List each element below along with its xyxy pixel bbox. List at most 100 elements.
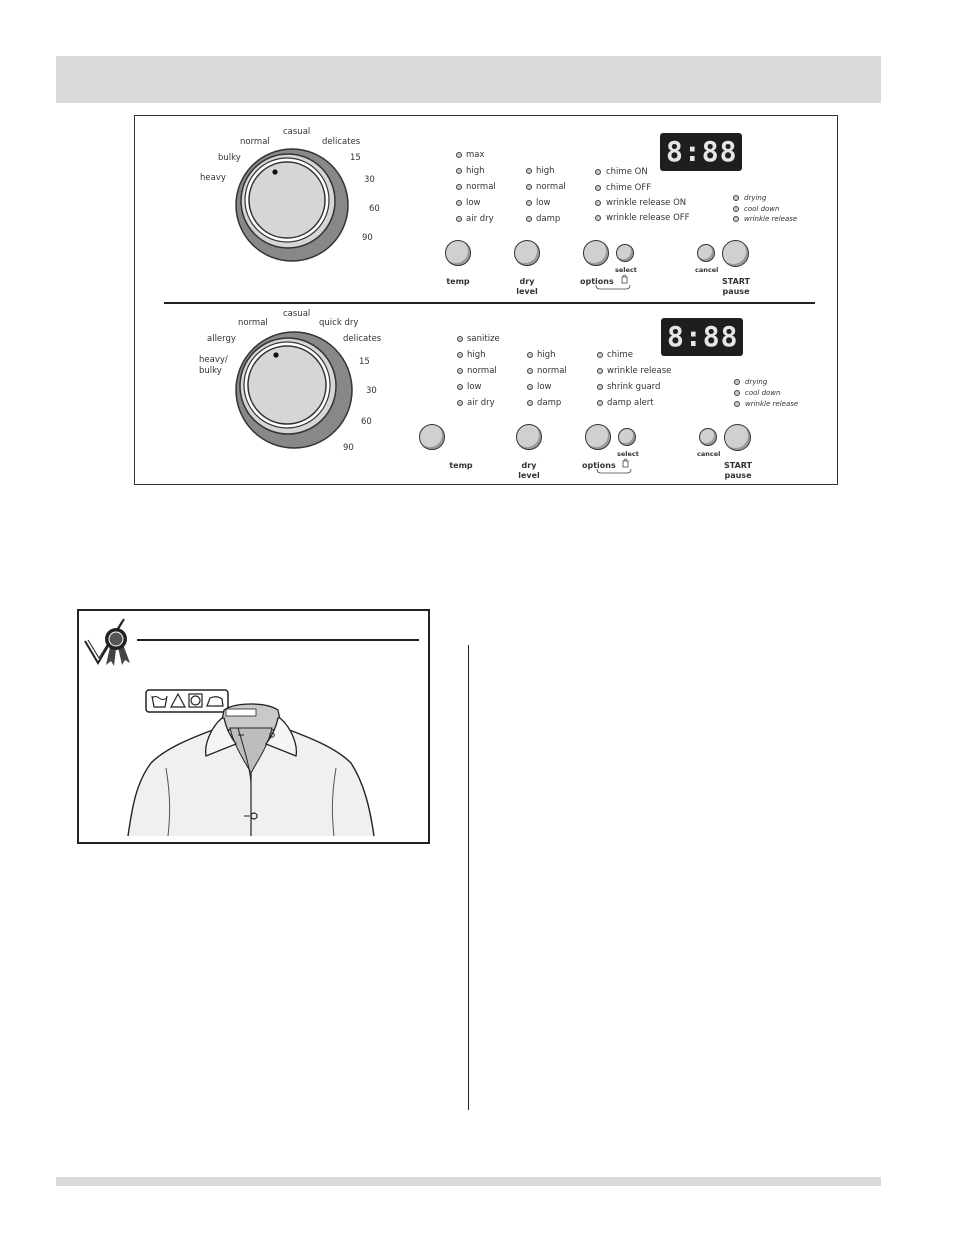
dry-level-label-2: level	[518, 471, 540, 480]
status-item: drying	[744, 194, 767, 202]
dial-label-30: 30	[364, 175, 375, 185]
status-led	[733, 206, 739, 212]
dial-label-90: 90	[343, 443, 354, 453]
temp-option: low	[467, 382, 482, 392]
time-display: 8:88	[661, 318, 743, 356]
checkmark-ribbon-icon	[84, 618, 130, 666]
temp-button-label: temp	[446, 277, 470, 286]
status-led	[733, 195, 739, 201]
indicator-led	[595, 215, 601, 221]
temp-option: sanitize	[467, 334, 500, 344]
dial-label-15: 15	[350, 153, 361, 163]
cycle-dial-lower[interactable]	[234, 330, 364, 454]
indicator-led	[456, 168, 462, 174]
status-led	[734, 379, 740, 385]
options-button-label: options	[582, 461, 616, 470]
time-display: 8:88	[660, 133, 742, 171]
dial-label-90: 90	[362, 233, 373, 243]
dial-pointer-dot	[273, 352, 279, 358]
option-item: wrinkle release ON	[606, 198, 687, 208]
dry-level-button[interactable]	[516, 424, 542, 450]
dial-label-allergy: allergy	[207, 334, 236, 344]
dry-level-button[interactable]	[514, 240, 540, 266]
status-led	[733, 216, 739, 222]
temp-option: air dry	[466, 214, 494, 224]
status-item: wrinkle release	[744, 215, 798, 223]
start-pause-button[interactable]	[724, 424, 751, 451]
dry-option: low	[536, 198, 551, 208]
temp-option: low	[466, 198, 481, 208]
indicator-led	[526, 184, 532, 190]
start-pause-button[interactable]	[722, 240, 749, 267]
cancel-button-label: cancel	[695, 266, 719, 274]
dial-label-heavy: heavy	[200, 173, 226, 183]
dry-option: low	[537, 382, 552, 392]
start-label: START	[721, 277, 751, 286]
indicator-led	[456, 152, 462, 158]
indicator-led	[597, 368, 603, 374]
option-item: chime OFF	[606, 183, 652, 193]
indicator-led	[456, 216, 462, 222]
tip-title-rule	[137, 639, 419, 641]
dry-level-label-1: dry	[519, 277, 535, 286]
temp-button[interactable]	[419, 424, 445, 450]
select-button-label: select	[617, 450, 639, 458]
select-button[interactable]	[618, 428, 636, 446]
dry-level-label-2: level	[516, 287, 538, 296]
options-button[interactable]	[583, 240, 609, 266]
select-button[interactable]	[616, 244, 634, 262]
dial-label-bulky: bulky	[218, 153, 241, 163]
dial-label-delicates: delicates	[322, 137, 361, 147]
indicator-led	[595, 200, 601, 206]
lock-bracket-icon	[595, 274, 631, 290]
option-item: damp alert	[607, 398, 654, 408]
cancel-button[interactable]	[699, 428, 717, 446]
dry-level-label-1: dry	[521, 461, 537, 470]
cancel-button[interactable]	[697, 244, 715, 262]
status-led	[734, 390, 740, 396]
panel-divider	[164, 302, 815, 304]
indicator-led	[457, 336, 463, 342]
temp-button-label: temp	[449, 461, 473, 470]
temp-button[interactable]	[445, 240, 471, 266]
indicator-led	[527, 368, 533, 374]
control-panel-illustration	[134, 115, 838, 485]
shirt-care-label-illustration	[127, 689, 375, 837]
indicator-led	[526, 168, 532, 174]
footer-band	[56, 1177, 881, 1186]
dial-label-60: 60	[361, 417, 372, 427]
indicator-led	[526, 216, 532, 222]
indicator-led	[595, 185, 601, 191]
indicator-led	[527, 352, 533, 358]
dial-label-normal: normal	[240, 137, 270, 147]
option-item: shrink guard	[607, 382, 661, 392]
dry-option: high	[536, 166, 555, 176]
indicator-led	[456, 184, 462, 190]
pause-label: pause	[724, 471, 752, 480]
temp-option: high	[466, 166, 485, 176]
dial-label-quick-dry: quick dry	[319, 318, 359, 328]
cancel-button-label: cancel	[697, 450, 721, 458]
dry-option: high	[537, 350, 556, 360]
dial-label-normal: normal	[238, 318, 268, 328]
cycle-dial-upper[interactable]	[230, 148, 360, 268]
indicator-led	[527, 400, 533, 406]
header-band	[56, 56, 881, 103]
dial-label-casual: casual	[283, 309, 311, 319]
dial-label-30: 30	[366, 386, 377, 396]
dry-option: normal	[536, 182, 566, 192]
time-display-digits: 8:88	[667, 320, 739, 353]
indicator-led	[457, 384, 463, 390]
status-item: cool down	[744, 205, 780, 213]
status-item: cool down	[745, 389, 781, 397]
options-button[interactable]	[585, 424, 611, 450]
dry-option: normal	[537, 366, 567, 376]
indicator-led	[595, 169, 601, 175]
temp-option: normal	[467, 366, 497, 376]
dial-label-15: 15	[359, 357, 370, 367]
column-rule	[468, 645, 469, 1110]
pause-label: pause	[722, 287, 750, 296]
temp-option: max	[466, 150, 485, 160]
indicator-led	[597, 384, 603, 390]
dial-label-heavy: heavy/	[199, 355, 228, 365]
